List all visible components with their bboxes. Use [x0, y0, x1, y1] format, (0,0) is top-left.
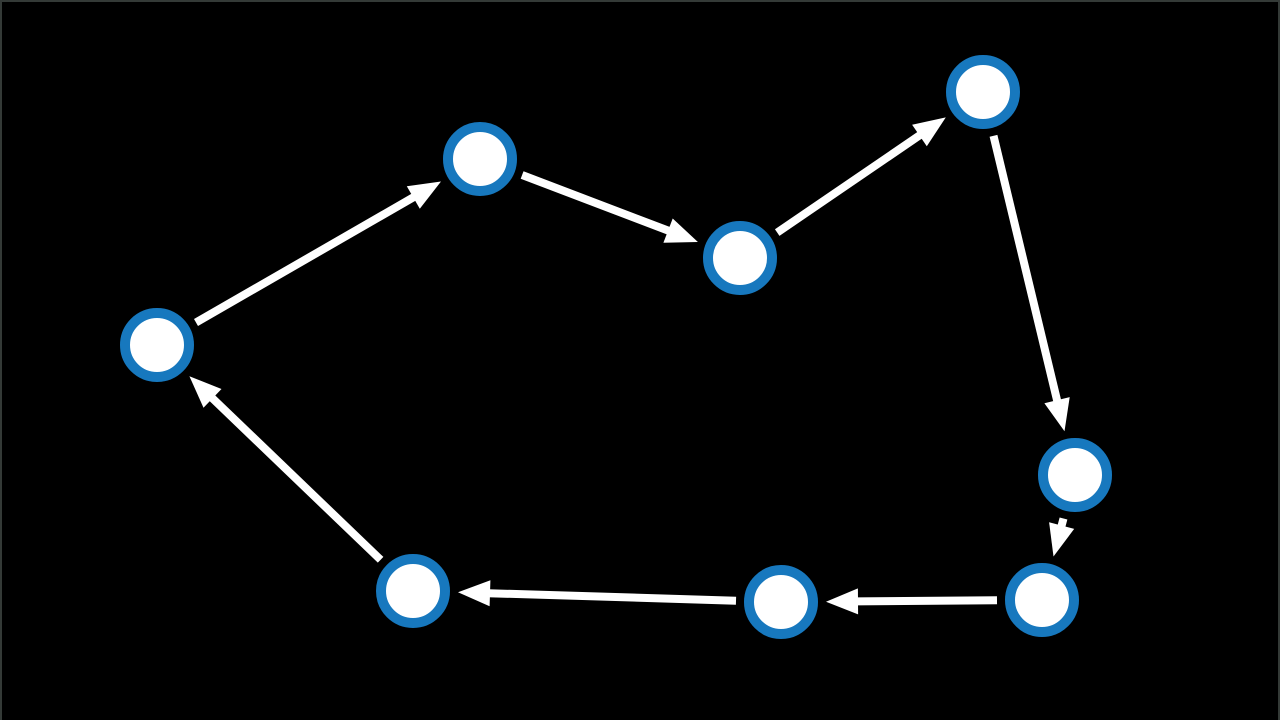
graph-edge-arrowhead [189, 376, 222, 408]
graph-edge-shaft [208, 394, 384, 563]
graph-edge-shaft [487, 589, 737, 605]
graph-node [1038, 438, 1112, 512]
graph-edge-shaft [855, 596, 998, 606]
graph-node [744, 565, 818, 639]
graph-node [703, 221, 777, 295]
graph-edge-shaft [989, 134, 1062, 404]
graph-edge-shaft [520, 171, 672, 236]
graph-edge-shaft [774, 130, 924, 236]
graph-node [376, 554, 450, 628]
graph-edge-arrowhead [406, 181, 441, 209]
graph-edge-arrowhead [1044, 397, 1070, 432]
graph-edge-arrowhead [1049, 522, 1075, 557]
graph-edge-arrowhead [663, 218, 698, 243]
graph-edge-shaft [194, 192, 417, 326]
graph-edge-arrowhead [826, 588, 859, 615]
graph-edge-arrowhead [912, 117, 946, 147]
graph-node [1005, 563, 1079, 637]
graph-node [443, 122, 517, 196]
graph-edge-arrowhead [458, 580, 491, 607]
graph-node [946, 55, 1020, 129]
graph-node [120, 308, 194, 382]
